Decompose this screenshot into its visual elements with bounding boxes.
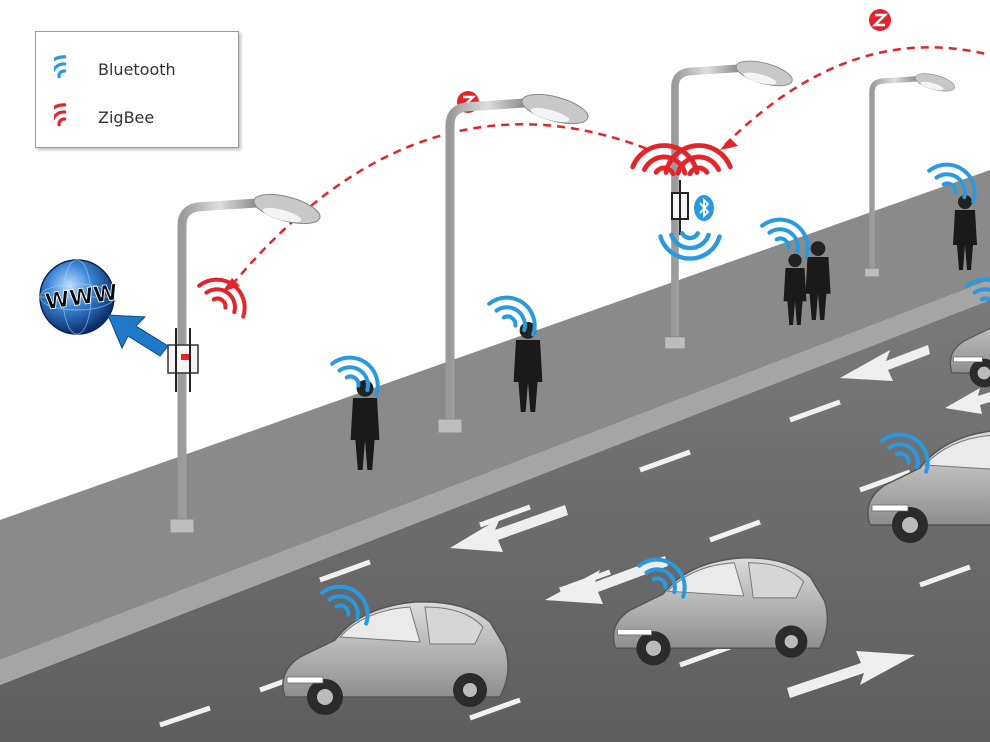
legend-label-zigbee: ZigBee — [98, 107, 155, 127]
legend: Bluetooth ZigBee — [35, 31, 239, 148]
legend-item-bluetooth: Bluetooth — [54, 54, 176, 84]
uplink-arrow-icon — [107, 314, 169, 357]
zigbee-badge-icon — [869, 9, 891, 31]
internet-globe-icon: WWW — [39, 259, 120, 335]
road-arrows — [450, 345, 990, 698]
sensor-node — [671, 180, 689, 235]
zigbee-signal-icon — [196, 273, 249, 326]
curb — [0, 280, 990, 685]
zigbee-signal-icon — [54, 103, 67, 127]
legend-item-zigbee: ZigBee — [54, 102, 154, 132]
bluetooth-signal-icon — [658, 207, 722, 271]
zigbee-signal-icon — [630, 132, 700, 202]
zigbee-links — [231, 46, 990, 286]
bluetooth-signal-icon — [54, 55, 67, 79]
zigbee-arrowhead — [720, 138, 738, 150]
legend-label-bluetooth: Bluetooth — [98, 59, 176, 79]
sidewalk — [0, 170, 990, 660]
bluetooth-badge-icon — [694, 195, 714, 221]
gateway-node — [167, 328, 199, 392]
